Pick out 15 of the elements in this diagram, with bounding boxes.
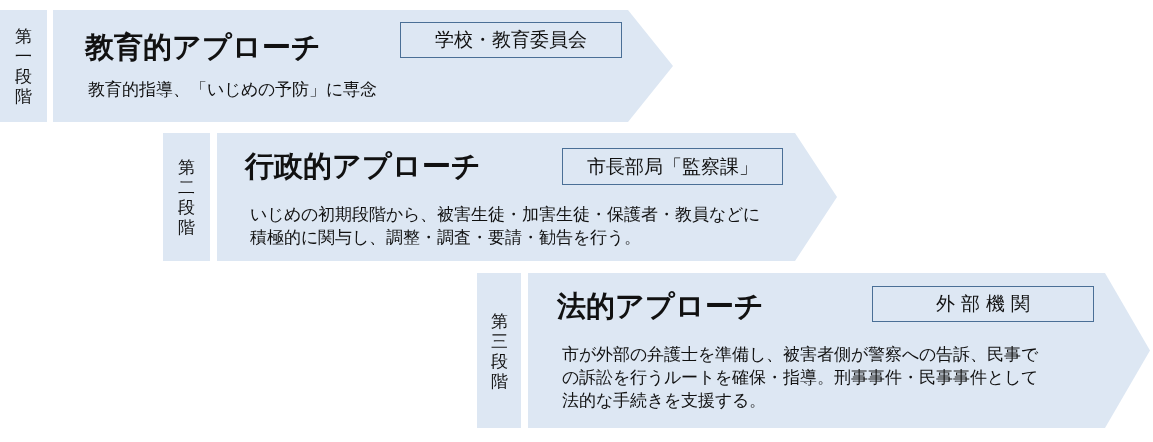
chevron-band <box>528 273 1150 428</box>
agency-box: 市長部局「監察課」 <box>562 148 783 185</box>
approach-title: 法的アプローチ <box>557 288 764 325</box>
approach-description: 市が外部の弁護士を準備し、被害者側が警察への告訴、民事での訴訟を行うルートを確保・指導。刑事事件・民事事件として法的な手続きを支援する。 <box>562 343 1039 412</box>
stage-label: 第二段階 <box>177 157 196 237</box>
chevron-band <box>217 133 837 261</box>
approach-description: 教育的指導、「いじめの予防」に専念 <box>88 78 378 101</box>
chevron-band <box>53 10 673 122</box>
stage-label: 第三段階 <box>490 310 508 391</box>
agency-box: 外 部 機 関 <box>872 286 1094 322</box>
approach-title: 行政的アプローチ <box>245 148 481 185</box>
approach-title: 教育的アプローチ <box>85 29 321 66</box>
stage-label: 第一段階 <box>14 26 33 106</box>
agency-box: 学校・教育委員会 <box>400 22 622 58</box>
approach-description: いじめの初期段階から、被害生徒・加害生徒・保護者・教員などに積極的に関与し、調整・調査・要請・勧告を行う。 <box>250 203 761 249</box>
